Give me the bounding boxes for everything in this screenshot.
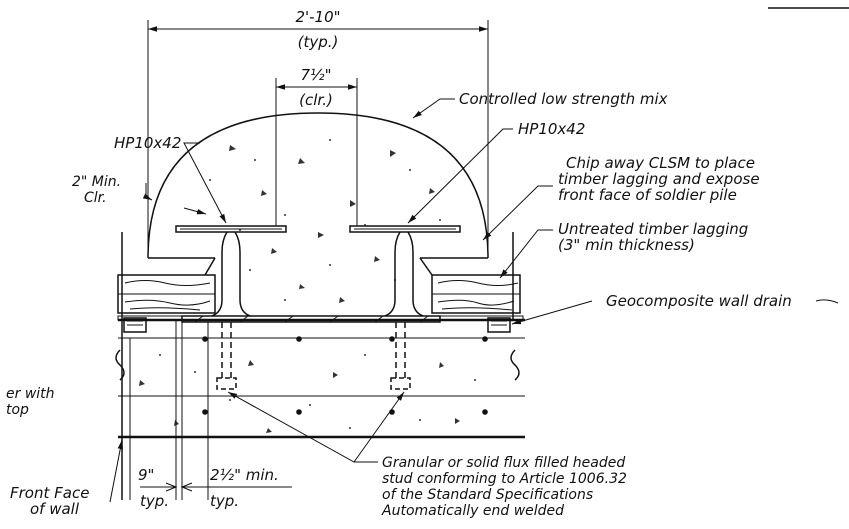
front-face-line-1: Front Face — [10, 484, 89, 502]
stud-note-line-2: stud conforming to Article 1006.32 — [382, 471, 627, 487]
base-plate — [181, 315, 441, 323]
hp-pile-right — [349, 225, 461, 317]
bottom-dimensions — [129, 320, 292, 500]
min-clear-label-2: Clr. — [84, 190, 107, 206]
lagging-note-line-1: Untreated timber lagging — [558, 220, 748, 238]
rebar-bottom — [202, 409, 488, 415]
timber-lagging-right — [431, 274, 521, 314]
timber-lagging-left — [117, 274, 216, 314]
filler-note-line-2: top — [6, 402, 29, 418]
geocomposite-drain — [117, 315, 524, 333]
overall-width-dimension — [147, 20, 489, 258]
rebar-top — [202, 336, 488, 342]
stud-note-line-3: of the Standard Specifications — [382, 487, 593, 503]
filler-note-line-1: er with — [6, 386, 55, 402]
concrete-speckle — [139, 354, 476, 433]
stud-note-line-4: Automatically end welded — [381, 503, 564, 519]
hp-pile-left — [175, 225, 287, 317]
clear-width-label: 7½" — [301, 66, 332, 84]
stud-note-line-1: Granular or solid flux filled headed — [382, 455, 625, 471]
lagging-note-line-2: (3" min thickness) — [558, 236, 695, 254]
chip-note-line-1: Chip away CLSM to place — [566, 154, 755, 172]
drain-label: Geocomposite wall drain — [606, 292, 792, 310]
overall-width-note: (typ.) — [298, 33, 339, 51]
pile-left-label: HP10x42 — [114, 134, 181, 152]
stud-min-label: 2½" min. — [210, 466, 279, 484]
clsm-dome — [147, 112, 489, 303]
headed-stud-right — [390, 322, 411, 390]
min-clear-label: 2" Min. — [72, 174, 121, 190]
clear-width-dimension — [275, 78, 358, 226]
pile-right-label: HP10x42 — [518, 120, 585, 138]
offset-9-note: typ. — [140, 492, 169, 510]
concrete-wall — [115, 318, 525, 439]
headed-stud-left — [216, 322, 237, 390]
chip-note-line-3: front face of soldier pile — [558, 186, 737, 204]
chip-note-line-2: timber lagging and expose — [558, 170, 760, 188]
overall-width-label: 2'-10" — [295, 8, 340, 26]
offset-9-label: 9" — [138, 466, 154, 484]
front-face-line-2: of wall — [30, 500, 80, 518]
clear-width-note: (clr.) — [299, 91, 333, 109]
leader-lines — [109, 98, 839, 503]
stud-min-note: typ. — [210, 492, 239, 510]
clsm-label: Controlled low strength mix — [459, 90, 668, 108]
